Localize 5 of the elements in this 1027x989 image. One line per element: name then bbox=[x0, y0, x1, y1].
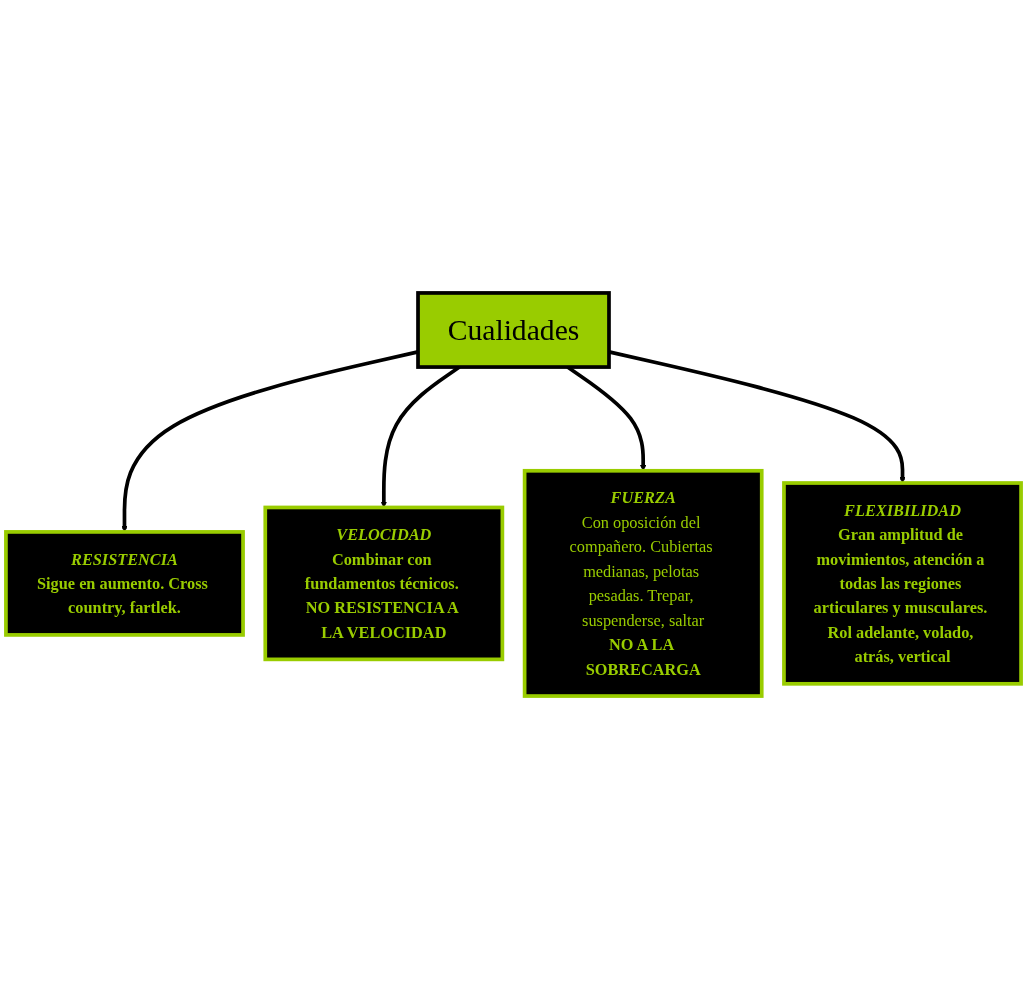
node-box: VELOCIDAD Combinar con fundamentos técnicos. NO RESISTENCIA A LA VELOCIDAD bbox=[263, 505, 505, 662]
node-box: RESISTENCIA Sigue en aumento. Cross country, fartlek. bbox=[4, 530, 245, 637]
node-box: FUERZA Con oposición del compañero. Cubiertas medianas, pelotas pesadas. Trepar, suspenderse, saltar NO A LA SOBRECARGA bbox=[522, 468, 764, 698]
node-box: FLEXIBILIDAD Gran amplitud de movimientos, atención a todas las regiones articulares y musculares. Rol adelante, volado, atrás, vertical bbox=[782, 481, 1023, 686]
node-box: Cualidades bbox=[416, 291, 611, 369]
